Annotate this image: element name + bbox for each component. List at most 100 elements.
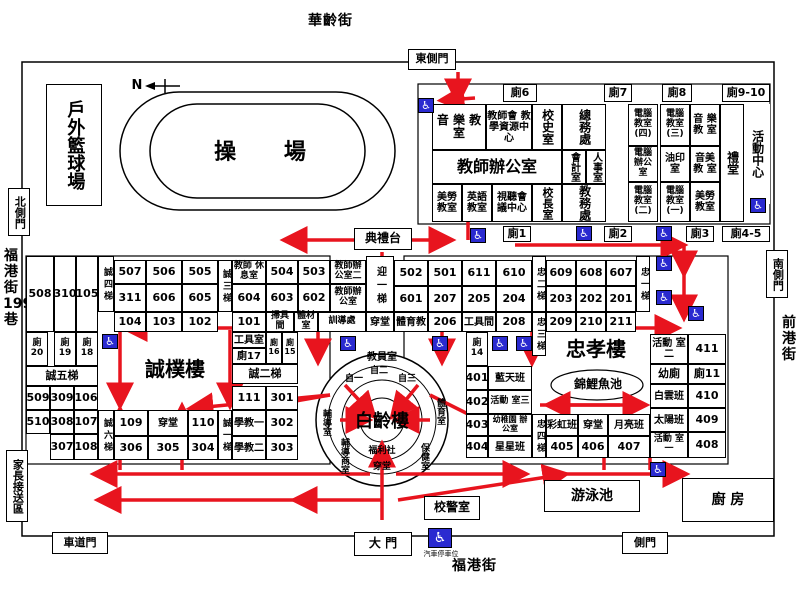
av-center: 視聽會 議中心 <box>492 184 532 222</box>
room-206: 206 <box>428 312 462 332</box>
room-603: 603 <box>266 284 298 312</box>
room-405: 405 <box>546 436 578 458</box>
stairs-zhong-2: 忠 二 梯 <box>532 256 546 312</box>
cleaning-room: 掃具間 <box>266 311 294 332</box>
room-311: 311 <box>114 284 146 312</box>
activity-room-2: 活動 室二 <box>650 334 688 364</box>
toilet-4-5: 廁4-5 <box>722 226 770 242</box>
toilet-6: 廁6 <box>503 84 537 102</box>
basketball-court: 戶外籃球場 <box>46 84 102 206</box>
room-609: 609 <box>546 260 576 286</box>
toilet-8: 廁8 <box>662 84 692 102</box>
activity-room-1: 活動 室一 <box>650 432 688 458</box>
room-105: 105 <box>76 256 98 332</box>
room-201: 201 <box>606 286 636 312</box>
english-room: 英語 教室 <box>462 184 492 222</box>
toilet-19: 廁 19 <box>54 332 76 366</box>
room-210: 210 <box>576 312 606 332</box>
activity-center: 活動中心 <box>744 104 770 204</box>
stairs-cheng-3: 誠 三 梯 <box>218 260 232 312</box>
teacher-lounge: 教師 休息室 <box>232 260 266 284</box>
printing-room: 油印室 <box>660 146 690 182</box>
accessible-icon: ♿ <box>656 290 672 305</box>
rainbow-class: 彩虹班 <box>546 414 578 436</box>
accessible-icon: ♿ <box>656 226 672 241</box>
room-103: 103 <box>146 312 182 332</box>
room-404: 404 <box>466 436 488 458</box>
gate-north-side: 北側門 <box>8 188 30 236</box>
accessible-icon: ♿ <box>750 198 766 213</box>
street-west: 福港街199巷 <box>3 248 33 328</box>
music-room-2: 音 樂 教 室 <box>690 104 720 146</box>
playground-label: 操 場 <box>214 139 326 165</box>
toilet-2: 廁2 <box>604 226 632 242</box>
room-211: 211 <box>606 312 636 332</box>
gate-side: 側門 <box>622 532 668 554</box>
room-305: 305 <box>148 436 188 460</box>
art-room-2: 音美 教 室 <box>690 146 720 182</box>
computer-room-1: 電腦 教室 (一) <box>660 182 690 222</box>
principal-office: 校長室 <box>532 184 562 222</box>
room-604: 604 <box>232 284 266 312</box>
room-406: 406 <box>578 436 608 458</box>
chengpu-building: 誠樸樓 <box>145 357 205 381</box>
room-401: 401 <box>466 366 488 390</box>
computer-office: 電腦 辦公 室 <box>628 146 658 182</box>
accessible-parking-icon: ♿ <box>428 528 452 548</box>
computer-room-3: 電腦 教室 (三) <box>660 104 690 146</box>
room-407: 407 <box>608 436 650 458</box>
gate-east-side: 東側門 <box>408 49 456 70</box>
toilet-9-10: 廁9-10 <box>722 84 770 102</box>
room-602: 602 <box>298 284 330 312</box>
room-303: 303 <box>266 436 298 460</box>
toilet-20: 廁 20 <box>26 332 48 366</box>
room-108: 108 <box>74 434 98 460</box>
kinder-toilet: 幼廁 <box>650 364 688 384</box>
room-507: 507 <box>114 260 146 284</box>
playground-field <box>149 103 366 199</box>
teacher-office: 教師辦公室 <box>432 150 562 184</box>
room-610: 610 <box>496 260 532 286</box>
bailing-health: 保健室 <box>418 442 429 470</box>
room-209: 209 <box>546 312 576 332</box>
kindergarten-office: 幼稚園 辦公室 <box>488 414 532 436</box>
accessible-icon: ♿ <box>688 306 704 321</box>
toilet-11: 廁11 <box>688 364 726 384</box>
stairs-ying-1: 迎 一 梯 <box>366 256 394 312</box>
staff-office-2: 教師辦 公室二 <box>330 260 366 284</box>
room-409: 409 <box>688 408 726 432</box>
accessible-icon: ♿ <box>432 336 448 351</box>
bailing-store: 輔導商室 <box>338 438 349 474</box>
accessible-icon: ♿ <box>418 98 434 113</box>
guard-room: 校警室 <box>424 496 480 520</box>
teaching-1: 學教一 <box>232 410 266 436</box>
accessible-icon: ♿ <box>516 336 532 351</box>
zhongxiao-building: 忠孝樓 <box>566 337 626 361</box>
accounting: 會計室 <box>562 150 586 184</box>
white-cloud-class: 白雲班 <box>650 384 688 408</box>
toilet-3: 廁3 <box>686 226 714 242</box>
bailing-self-2: 自二 <box>369 366 388 377</box>
room-301: 301 <box>266 386 298 410</box>
koi-pond: 錦鯉魚池 <box>573 377 622 392</box>
accessible-icon: ♿ <box>340 336 356 351</box>
room-508: 508 <box>26 256 54 332</box>
auditorium-stage: 典禮台 <box>354 228 412 250</box>
bailing-gym-class: 體育室 <box>434 397 445 425</box>
bailing-cafe: 福利社 <box>368 446 396 457</box>
accessible-icon: ♿ <box>102 334 118 349</box>
room-109: 109 <box>114 410 148 436</box>
arts-room-2: 美勞 教室 <box>690 182 720 222</box>
room-408: 408 <box>688 432 726 458</box>
teaching-2: 學教二 <box>232 436 266 460</box>
room-101: 101 <box>232 312 266 332</box>
koi-pond-shape <box>550 369 644 401</box>
room-506: 506 <box>146 260 182 284</box>
kitchen: 廚 房 <box>682 478 774 522</box>
accessible-icon: ♿ <box>470 228 486 243</box>
toilet-17: 廁17 <box>232 348 266 364</box>
accessible-icon: ♿ <box>492 336 508 351</box>
room-310: 310 <box>54 256 76 332</box>
music-room: 音 樂 教 室 <box>432 104 486 150</box>
blue-sky-class: 藍天班 <box>488 366 532 390</box>
